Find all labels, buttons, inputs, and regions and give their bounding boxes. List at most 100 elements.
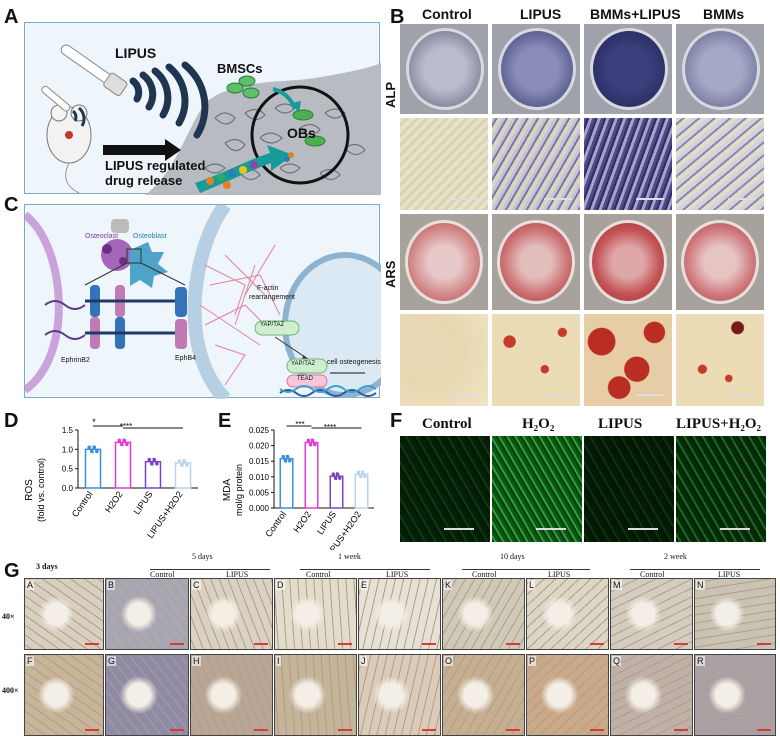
histology-scale-bar [506, 643, 520, 645]
histology-tile-letter: E [360, 580, 369, 590]
histology-scale-bar [674, 729, 688, 731]
panel-e-bar-chart: MDA mol/g protein *** **** 0.0000.0050.0… [222, 420, 374, 550]
histology-tile-letter: B [107, 580, 116, 590]
panel-d-bar-0 [84, 448, 102, 489]
histology-tile-letter: R [696, 656, 705, 666]
panel-label-e: E [218, 410, 232, 432]
panel-d-ytick-label: 0.0 [62, 484, 74, 493]
factin-label-2: rearrangement [249, 294, 295, 301]
panel-a-schematic: LIPUS BMSCs OBs LIPUS regulated drug rel… [24, 22, 381, 195]
histology-tile-k: K [442, 578, 525, 650]
panel-f-col-h2o2: H₂O₂ [522, 416, 555, 432]
panel-b-col-bmms-lipus: BMMs+LIPUS [590, 6, 681, 22]
histology-scale-bar [590, 729, 604, 731]
panel-e-bar-0 [279, 457, 294, 509]
ars-dish-lipus [492, 214, 580, 310]
ars-micro-bmms-lipus [584, 314, 672, 406]
panel-e-point-0 [283, 458, 288, 463]
panel-e-ytick-label: 0.025 [249, 426, 270, 435]
alp-micro-bmms-lipus [584, 118, 672, 210]
panel-e-ytick-label: 0.020 [249, 442, 270, 451]
panel-d-point-0 [90, 449, 94, 454]
histology-tile-letter: M [612, 580, 622, 590]
panel-d-point-1 [122, 438, 127, 443]
panel-d-sig-1: * [92, 417, 96, 427]
arrow-text-1: LIPUS regulated [105, 158, 206, 173]
histology-scale-bar [422, 643, 436, 645]
arrow-text-2: drug release [105, 173, 183, 188]
panel-label-g: G [4, 560, 20, 582]
alp-micro-lipus [492, 118, 580, 210]
histology-tile-c: C [190, 578, 273, 650]
fluorescence-lipus [584, 436, 674, 542]
histology-scale-bar [757, 729, 771, 731]
panel-f-col-lipus: LIPUS [598, 416, 643, 432]
panel-d-point-2 [152, 457, 157, 462]
histology-tile-letter: I [276, 656, 281, 666]
histology-tile-letter: F [26, 656, 34, 666]
alp-dish-control [400, 24, 488, 114]
panel-d-point-3 [182, 459, 187, 463]
histology-tile-b: B [105, 578, 189, 650]
fluorescence-h2o2 [492, 436, 582, 542]
panel-d-point-3 [180, 463, 184, 467]
fluorescence-lipus-h2o2 [676, 436, 766, 542]
panel-e-xtick-label-2: LIPUS [315, 509, 338, 536]
yaptaz-label: YAP/TAZ [260, 322, 285, 328]
panel-e-ylabel-2: mol/g protein [234, 464, 244, 516]
panel-e-point-1 [308, 442, 313, 447]
panel-d-bar-chart: ROS (fold vs. control) * **** 0.00.51.01… [24, 417, 198, 540]
panel-e-ytick-label: 0.015 [249, 457, 270, 466]
g-time-3days: 3 days [36, 562, 58, 571]
panel-label-b: B [390, 6, 405, 28]
panel-d-point-1 [117, 438, 122, 443]
bmscs-label: BMSCs [217, 61, 263, 76]
panel-e-point-1 [306, 438, 311, 443]
histology-tile-r: R [694, 654, 776, 736]
g-mag-40: 40× [2, 612, 15, 621]
panel-e-point-3 [362, 474, 367, 479]
g-10d-control: Control [472, 570, 497, 579]
panel-e-xtick-label-1: H2O2 [291, 509, 313, 534]
histology-tile-letter: J [360, 656, 367, 666]
histology-scale-bar [254, 643, 268, 645]
ars-dish-bmms-lipus [584, 214, 672, 310]
panel-e-sig-1: *** [295, 420, 304, 429]
ars-micro-control [400, 314, 488, 406]
panel-a-illustration [41, 44, 381, 195]
histology-tile-d: D [274, 578, 357, 650]
histology-scale-bar [338, 729, 352, 731]
alp-dish-bmms [676, 24, 764, 114]
panel-b-col-control: Control [422, 6, 472, 22]
panel-c-schematic: Osteoclast Osteoblast EphrinB2 EphB4 F-a… [24, 204, 381, 399]
ephb4-label: EphB4 [175, 355, 197, 362]
panel-f-col-lipus-h2o2: LIPUS+H₂O₂ [676, 416, 762, 432]
ars-dish-control [400, 214, 488, 310]
histology-tile-n: N [694, 578, 776, 650]
histology-scale-bar [338, 643, 352, 645]
panel-d-ytick-label: 1.0 [62, 445, 74, 454]
alp-dish-bmms-lipus [584, 24, 672, 114]
histology-scale-bar [674, 643, 688, 645]
panel-d-point-1 [120, 442, 124, 447]
panel-d-ylabel-1: ROS [24, 479, 35, 501]
g-2w-control: Control [640, 570, 665, 579]
g-time-5days: 5 days [192, 552, 213, 561]
histology-tile-h: H [190, 654, 273, 736]
histology-scale-bar [422, 729, 436, 731]
histology-tile-letter: N [696, 580, 705, 590]
histology-scale-bar [170, 643, 184, 645]
g-5d-lipus: LIPUS [226, 570, 249, 579]
ephrinb2-label: EphrinB2 [61, 357, 90, 364]
histology-tile-a: A [24, 578, 104, 650]
histology-tile-letter: C [192, 580, 201, 590]
panel-e-bar-1 [304, 441, 319, 509]
panel-d-xtick-label-2: LIPUS [132, 489, 155, 516]
yaptaz-nucleus-label: YAP/TAZ [291, 361, 316, 367]
histology-scale-bar [506, 729, 520, 731]
alp-dish-lipus [492, 24, 580, 114]
histology-tile-letter: P [528, 656, 537, 666]
ars-micro-lipus [492, 314, 580, 406]
obs-label: OBs [287, 125, 316, 141]
histology-tile-f: F [24, 654, 104, 736]
